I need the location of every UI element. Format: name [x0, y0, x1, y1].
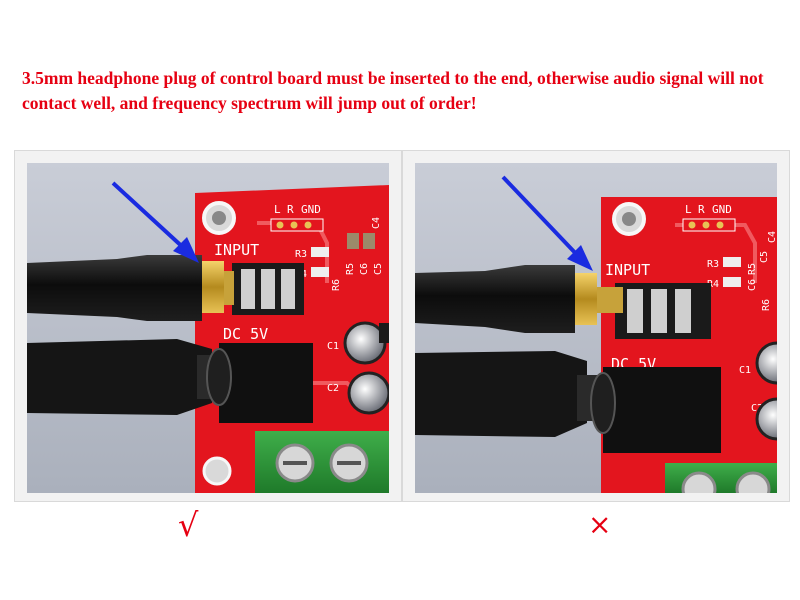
pcb-label-l: L [274, 203, 281, 216]
pcb-label-c4: C4 [767, 231, 777, 243]
pcb-label-l: L [685, 203, 692, 216]
pcb-label-c6: C6 [747, 279, 758, 291]
pcb-label-c1: C1 [327, 341, 339, 352]
photo-panel-correct: L R GND INPUT R3 R4 R6 R5 C6 C5 C4 DC 5V… [14, 150, 402, 502]
pcb-label-dc: DC 5V [223, 325, 268, 343]
pcb-label-gnd: GND [301, 203, 321, 216]
pcb-label-c6: C6 [359, 263, 370, 275]
pcb-label-c5: C5 [373, 263, 384, 275]
pcb-label-c2: C2 [751, 403, 763, 414]
checkmark-icon: √ [178, 506, 199, 544]
pcb-label-c2: C2 [327, 383, 339, 394]
pcb-label-r3: R3 [707, 259, 719, 270]
pcb-label-r6: R6 [331, 279, 342, 291]
pcb-label-c1: C1 [739, 365, 751, 376]
pcb-label-r: R [698, 203, 705, 216]
warning-notice: 3.5mm headphone plug of control board mu… [22, 68, 764, 113]
pcb-label-input: INPUT [214, 241, 259, 259]
photo-plug-not-fully-inserted: L R GND INPUT R3 R4 R6 R5 C5 C4 C6 DC 5V… [415, 163, 777, 493]
blue-arrow-icon [501, 175, 593, 271]
blue-arrow-icon [111, 181, 199, 263]
photo-panel-wrong: L R GND INPUT R3 R4 R6 R5 C5 C4 C6 DC 5V… [402, 150, 790, 502]
pcb-label-r4: R4 [707, 279, 719, 290]
pcb-label-r3: R3 [295, 249, 307, 260]
pcb-label-r: R [287, 203, 294, 216]
pcb-label-r5: R5 [747, 263, 758, 275]
photo-plug-fully-inserted: L R GND INPUT R3 R4 R6 R5 C6 C5 C4 DC 5V… [27, 163, 389, 493]
pcb-label-input: INPUT [605, 261, 650, 279]
pcb-label-r5: R5 [345, 263, 356, 275]
pcb-label-c5: C5 [759, 251, 770, 263]
pcb-label-c4: C4 [371, 217, 382, 229]
pcb-label-gnd: GND [712, 203, 732, 216]
pcb-label-r6: R6 [761, 299, 772, 311]
cross-icon: × [588, 508, 612, 541]
